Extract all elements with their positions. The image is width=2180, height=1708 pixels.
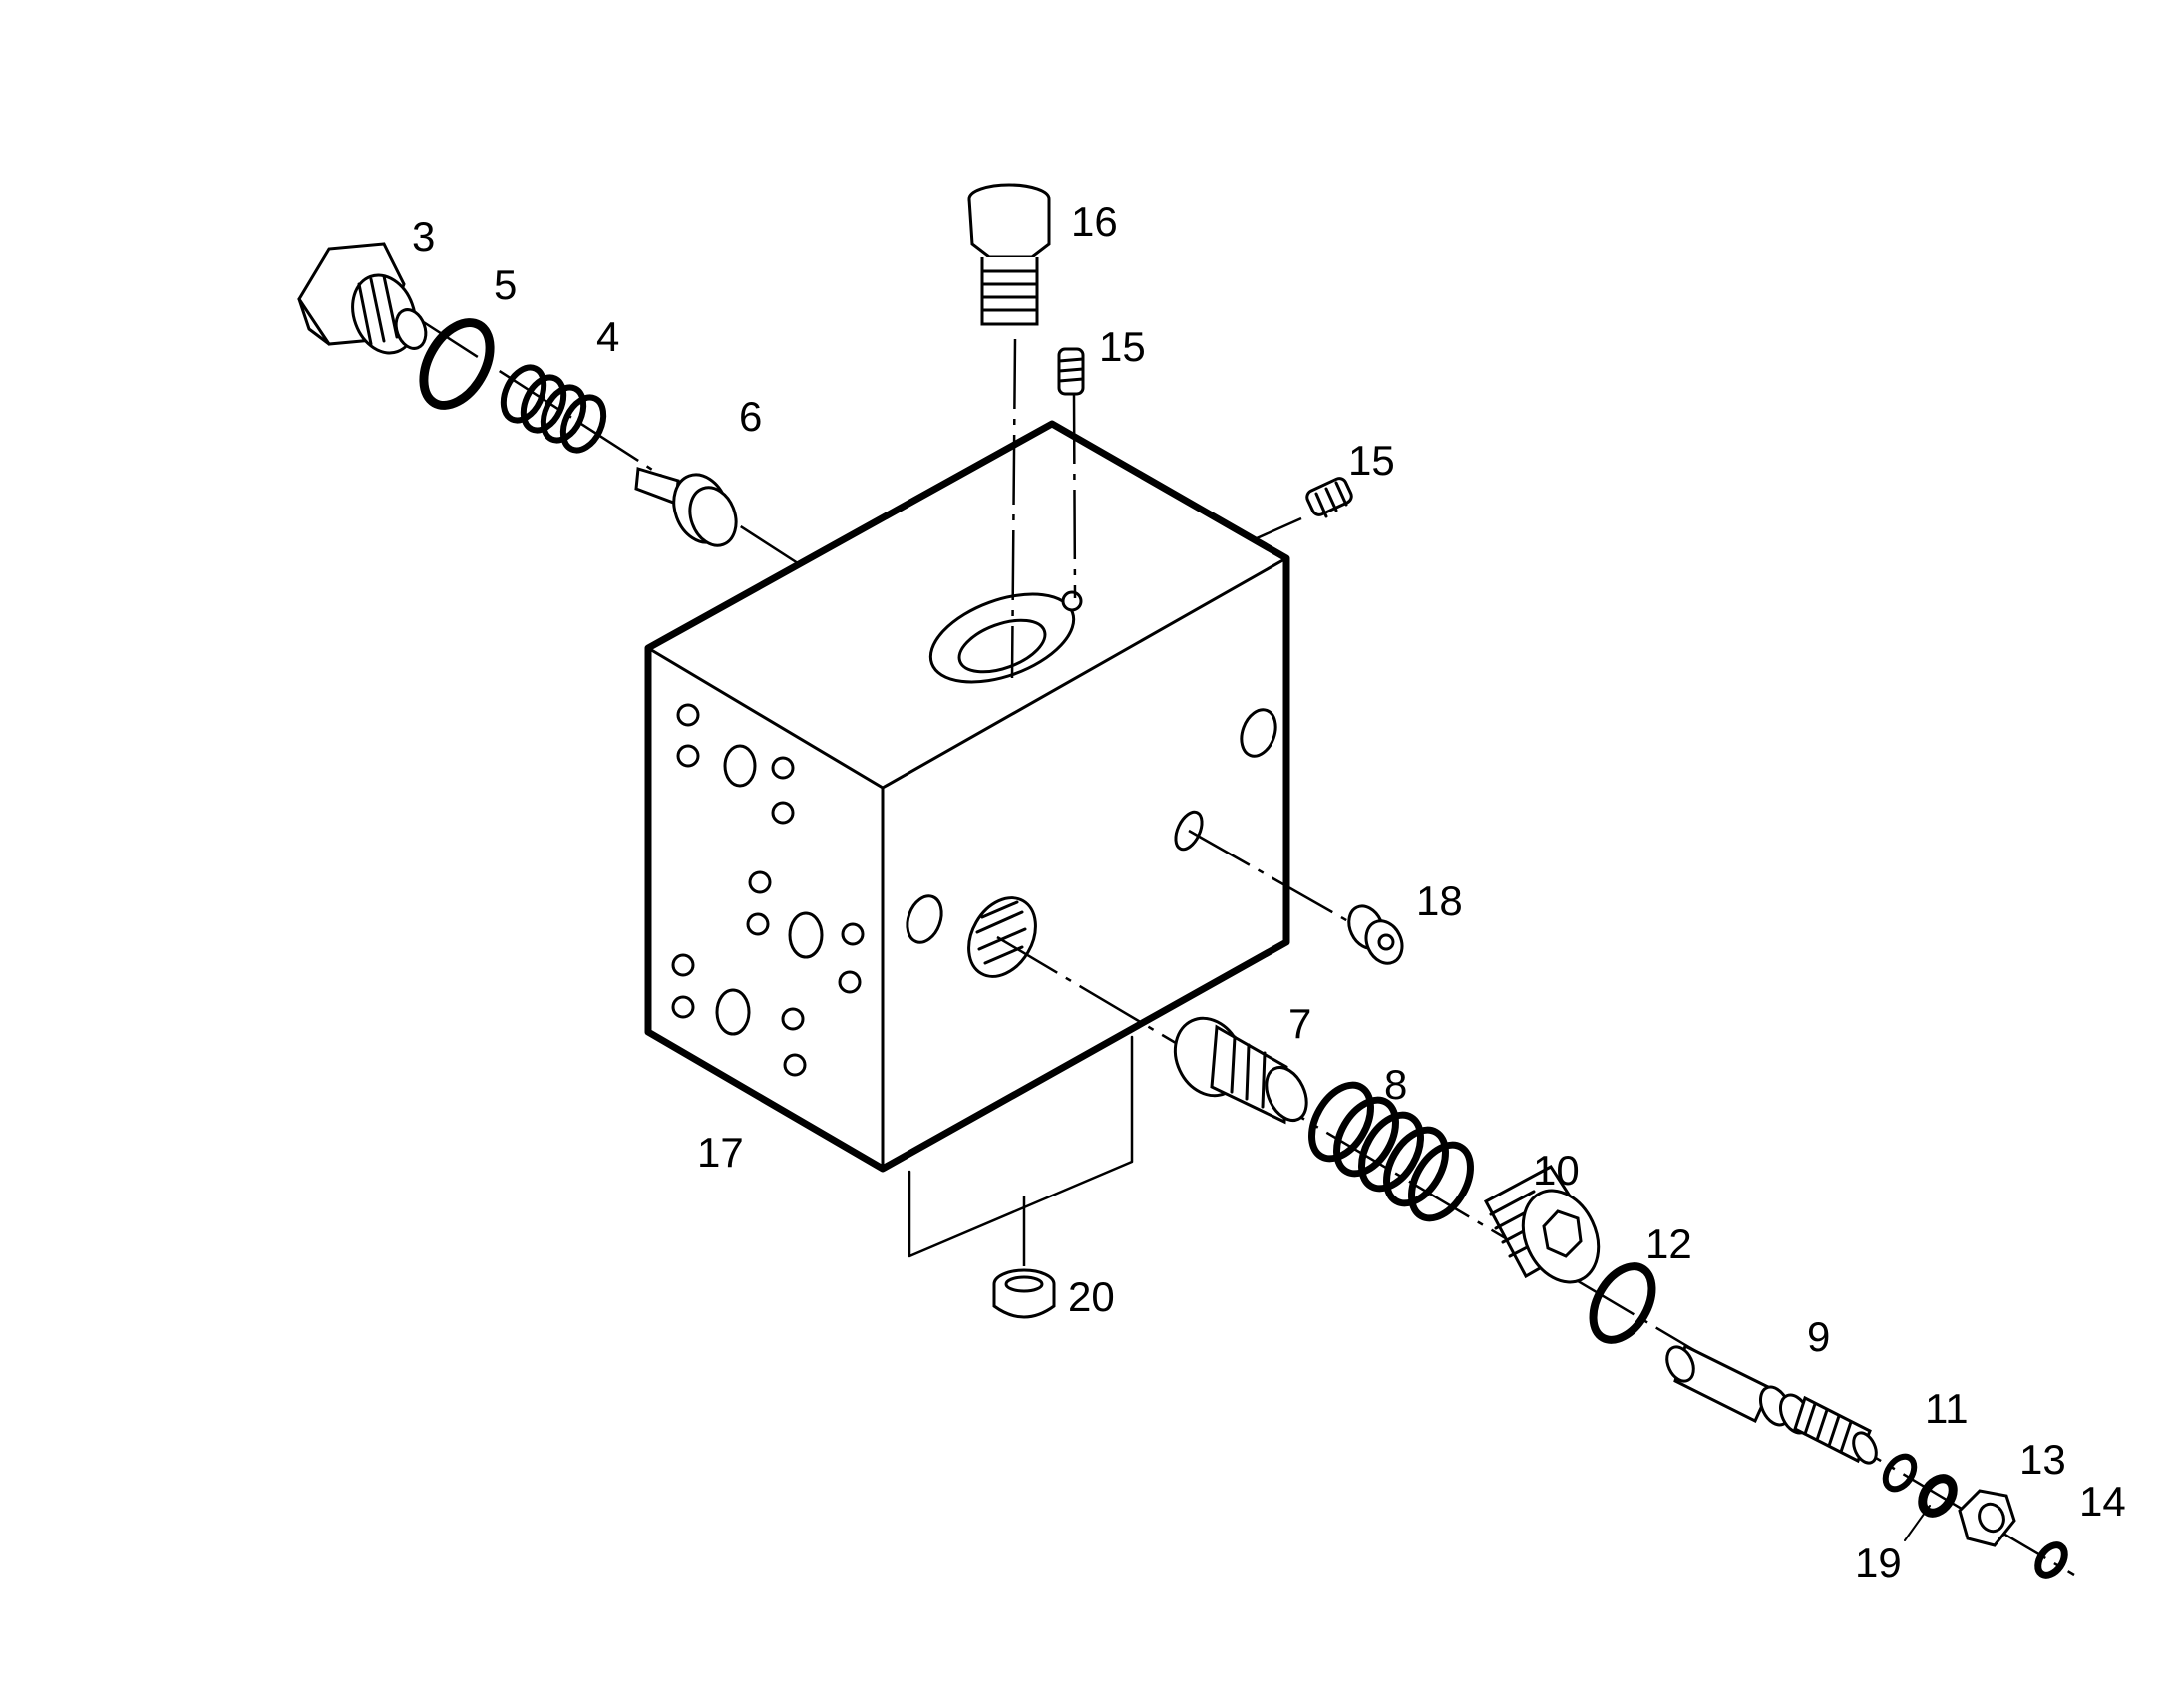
callout-20: 20	[1068, 1273, 1115, 1320]
callout-3: 3	[412, 213, 435, 260]
part-9-adjusting-screw	[1665, 1343, 1878, 1465]
callout-14: 14	[2079, 1478, 2126, 1525]
callout-11: 11	[1925, 1385, 1969, 1432]
part-13-lock-nut	[1958, 1489, 2016, 1547]
callout-9: 9	[1807, 1313, 1830, 1360]
part-3-hex-plug	[297, 242, 428, 355]
part-12-o-ring	[1589, 1262, 1656, 1344]
callout-15-side: 15	[1348, 437, 1395, 484]
callout-12: 12	[1645, 1220, 1692, 1267]
assembly-center-lines	[418, 317, 2075, 1577]
callout-18: 18	[1416, 877, 1463, 924]
callout-16: 16	[1071, 198, 1118, 245]
right-face-holes	[906, 708, 1277, 978]
callout-19: 19	[1855, 1539, 1902, 1586]
part-5-o-ring	[419, 318, 495, 410]
callout-15-top: 15	[1099, 323, 1146, 370]
callout-17: 17	[697, 1129, 744, 1176]
callout-labels: 3 5 4 6 16 15 15 18 7 8 10 12 9 11 13 14…	[412, 198, 2126, 1586]
callout-5: 5	[494, 261, 517, 308]
callout-8: 8	[1384, 1061, 1407, 1108]
part-11-washer	[1882, 1453, 1918, 1493]
left-face-holes	[671, 703, 865, 1077]
part-18-plug	[1347, 904, 1404, 965]
part-6-poppet	[634, 467, 738, 547]
callout-13: 13	[2019, 1436, 2066, 1483]
callout-4: 4	[596, 313, 619, 360]
callout-10: 10	[1533, 1147, 1580, 1194]
part-14-cap-ring	[2034, 1541, 2068, 1579]
part-20-plug	[992, 1268, 1056, 1319]
part-4-spring	[500, 364, 607, 454]
part-19-seal-washer	[1904, 1474, 1958, 1541]
part-16-fitting	[967, 183, 1051, 326]
part-15-set-screw-side	[1305, 477, 1353, 518]
part-8-spring	[1308, 1081, 1474, 1222]
part-15-set-screw-top	[1057, 347, 1085, 396]
part-7-poppet	[1173, 1016, 1308, 1125]
part-10-adjuster-cap	[1483, 1165, 1601, 1284]
callout-6: 6	[739, 393, 762, 440]
callout-7: 7	[1288, 1000, 1311, 1047]
